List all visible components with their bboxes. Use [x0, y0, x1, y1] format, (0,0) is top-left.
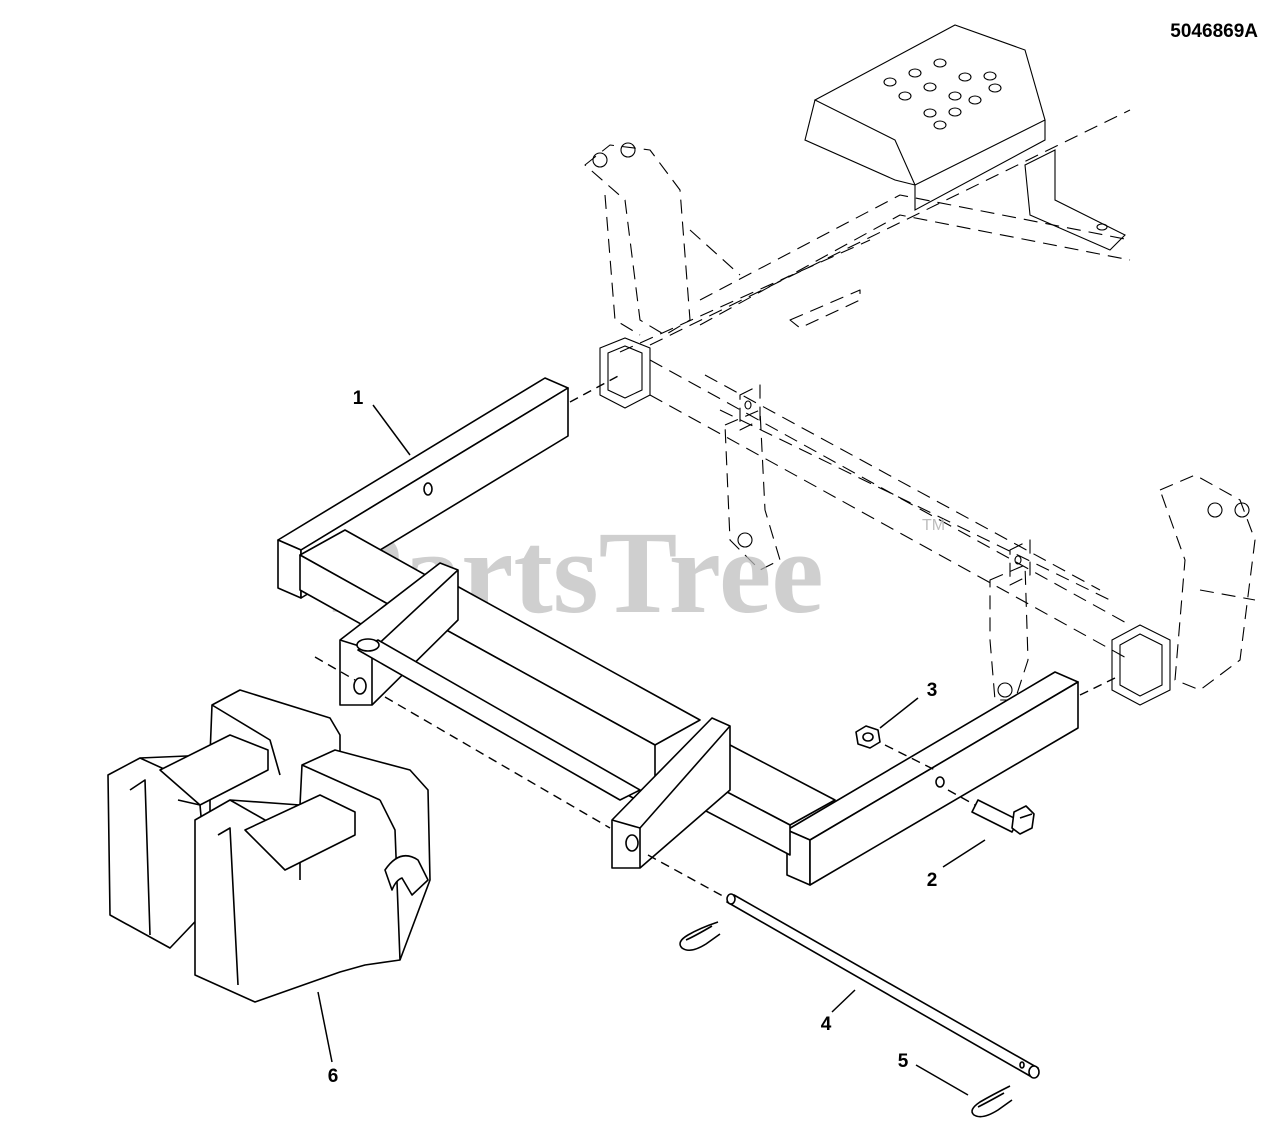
pin-axis-line-2 — [384, 696, 611, 829]
hair-pin-clip-upper — [679, 921, 721, 952]
part-6-suitcase-weight-front — [194, 749, 431, 1003]
part-4-pin — [726, 893, 1040, 1079]
watermark-trademark: TM — [922, 517, 945, 534]
guide-line-right-bar — [1079, 677, 1116, 696]
right-end-plate — [611, 717, 731, 869]
leader-5 — [915, 1064, 969, 1096]
callout-1: 1 — [353, 388, 364, 409]
leader-2 — [942, 839, 986, 868]
part-1-bar-right — [786, 671, 1079, 886]
callout-2: 2 — [927, 870, 938, 891]
deck-plate-holes — [883, 58, 1002, 130]
leader-6 — [317, 991, 333, 1063]
left-end-plate — [339, 562, 459, 706]
leader-3 — [879, 697, 919, 729]
leader-4 — [831, 989, 856, 1013]
guide-line-left-bar — [569, 374, 621, 403]
round-rod — [356, 638, 641, 801]
leader-1 — [372, 404, 411, 456]
pin-axis-line-3 — [647, 854, 731, 901]
callout-6: 6 — [328, 1066, 339, 1087]
callout-4: 4 — [821, 1014, 832, 1035]
pin-axis-line — [314, 656, 356, 681]
bolt-axis-line — [947, 789, 976, 806]
part-5-hair-pin-clip — [971, 1085, 1013, 1118]
tractor-frame-phantom — [584, 24, 1256, 706]
callout-3: 3 — [927, 680, 938, 701]
part-3-hex-nut — [855, 725, 881, 749]
document-id: 5046869A — [1170, 21, 1258, 42]
part-2-hex-bolt — [971, 799, 1035, 835]
callout-5: 5 — [898, 1051, 909, 1072]
nut-axis-line — [884, 744, 936, 771]
